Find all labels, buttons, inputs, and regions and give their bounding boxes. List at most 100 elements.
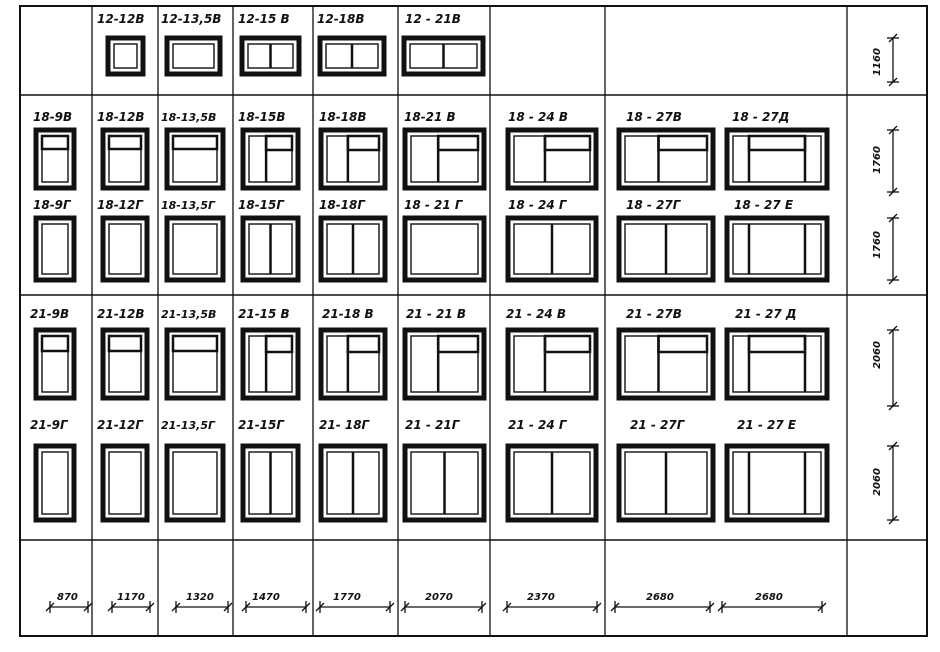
window-symbols	[33, 35, 830, 523]
window-frame	[100, 443, 150, 523]
window-transom	[40, 134, 70, 151]
window-symbol	[164, 443, 226, 523]
dimension-slash	[705, 602, 715, 612]
window-transom	[747, 334, 807, 354]
width-dimension	[400, 601, 487, 613]
width-label-2680-a: 2680	[646, 592, 674, 603]
window-symbol	[402, 443, 487, 523]
label-21-18v: 21-18 В	[322, 307, 374, 321]
label-18-12g: 18-12Г	[97, 198, 144, 212]
window-symbol	[402, 215, 487, 283]
window-transom	[107, 334, 143, 353]
window-transom	[346, 334, 381, 354]
label-21-24v: 21 - 24 В	[506, 307, 566, 321]
window-frame	[164, 327, 226, 401]
window-frame	[100, 127, 150, 191]
dimension-slash	[301, 602, 311, 612]
label-18-18v: 18-18В	[319, 110, 367, 124]
dimension-slash	[385, 602, 395, 612]
label-12-13-5v: 12-13,5В	[161, 12, 221, 26]
label-12-15v: 12-15 В	[238, 12, 290, 26]
window-symbol	[105, 35, 146, 77]
label-21-21g: 21 - 21Г	[405, 418, 461, 432]
label-21-9g: 21-9Г	[30, 418, 69, 432]
width-dimension	[171, 601, 233, 613]
dimension-slash	[888, 441, 898, 451]
window-frame	[724, 443, 830, 523]
label-21-13-5v: 21-13,5В	[161, 308, 216, 321]
dimension-slash	[610, 602, 620, 612]
window-symbol	[33, 127, 77, 191]
window-symbol	[33, 443, 77, 523]
window-frame	[164, 443, 226, 523]
window-transom	[107, 134, 143, 151]
label-18-27d: 18 - 27Д	[732, 110, 789, 124]
window-symbol	[240, 215, 301, 283]
window-transom	[657, 134, 709, 152]
dimension-marks	[45, 33, 899, 613]
label-12-18v: 12-18В	[317, 12, 365, 26]
window-frame	[164, 127, 226, 191]
dimension-slash	[83, 602, 93, 612]
window-transom	[436, 334, 480, 354]
window-frame	[724, 327, 830, 401]
window-symbol	[164, 127, 226, 191]
window-frame	[505, 127, 599, 191]
height-dimension	[887, 125, 899, 197]
label-21-15v: 21-15 В	[238, 307, 290, 321]
window-inner	[410, 223, 479, 275]
window-frame	[240, 327, 301, 401]
window-symbol	[164, 327, 226, 401]
label-18-27e: 18 - 27 Е	[734, 198, 794, 212]
height-dimension	[887, 441, 899, 525]
width-dimension	[610, 601, 715, 613]
width-label-1470: 1470	[252, 592, 280, 603]
window-frame	[402, 215, 487, 283]
label-21-18g: 21- 18Г	[319, 418, 371, 432]
window-transom	[264, 334, 294, 354]
window-symbol	[402, 127, 487, 191]
window-inner	[172, 43, 215, 69]
window-frame	[616, 127, 716, 191]
window-transom	[747, 134, 807, 152]
label-21-27e: 21 - 27 Е	[737, 418, 797, 432]
window-symbol	[240, 127, 301, 191]
window-transom	[40, 334, 70, 353]
label-18-9v: 18-9В	[33, 110, 72, 124]
label-21-9v: 21-9В	[30, 307, 69, 321]
window-symbol	[100, 215, 150, 283]
width-label-2070: 2070	[425, 592, 453, 603]
window-transom	[346, 134, 381, 152]
label-18-27g: 18 - 27Г	[626, 198, 682, 212]
window-frame	[318, 327, 388, 401]
window-inner	[113, 43, 138, 69]
window-symbol	[724, 327, 830, 401]
window-symbol	[318, 327, 388, 401]
window-symbol	[240, 443, 301, 523]
dimension-slash	[592, 602, 602, 612]
window-symbol	[318, 127, 388, 191]
window-transom	[171, 134, 219, 151]
label-21-27g: 21 - 27Г	[630, 418, 686, 432]
label-18-27v: 18 - 27В	[626, 110, 682, 124]
window-symbol	[318, 215, 388, 283]
height-dimension	[887, 213, 899, 285]
window-frame	[505, 327, 599, 401]
label-18-13-5v: 18-13,5В	[161, 111, 216, 124]
height-label-2060-a: 2060	[872, 341, 883, 369]
window-symbol	[505, 215, 599, 283]
dimension-slash	[223, 602, 233, 612]
label-21-15g: 21-15Г	[238, 418, 285, 432]
label-18-21g: 18 - 21 Г	[404, 198, 464, 212]
width-label-870: 870	[57, 592, 78, 603]
window-symbol	[33, 215, 77, 283]
window-symbol	[239, 35, 302, 77]
window-symbol	[505, 443, 599, 523]
window-frame	[100, 215, 150, 283]
window-transom	[543, 134, 592, 152]
window-symbol	[616, 327, 716, 401]
window-inner	[732, 451, 822, 515]
window-transom	[543, 334, 592, 354]
window-inner	[732, 223, 822, 275]
window-symbol	[33, 327, 77, 401]
